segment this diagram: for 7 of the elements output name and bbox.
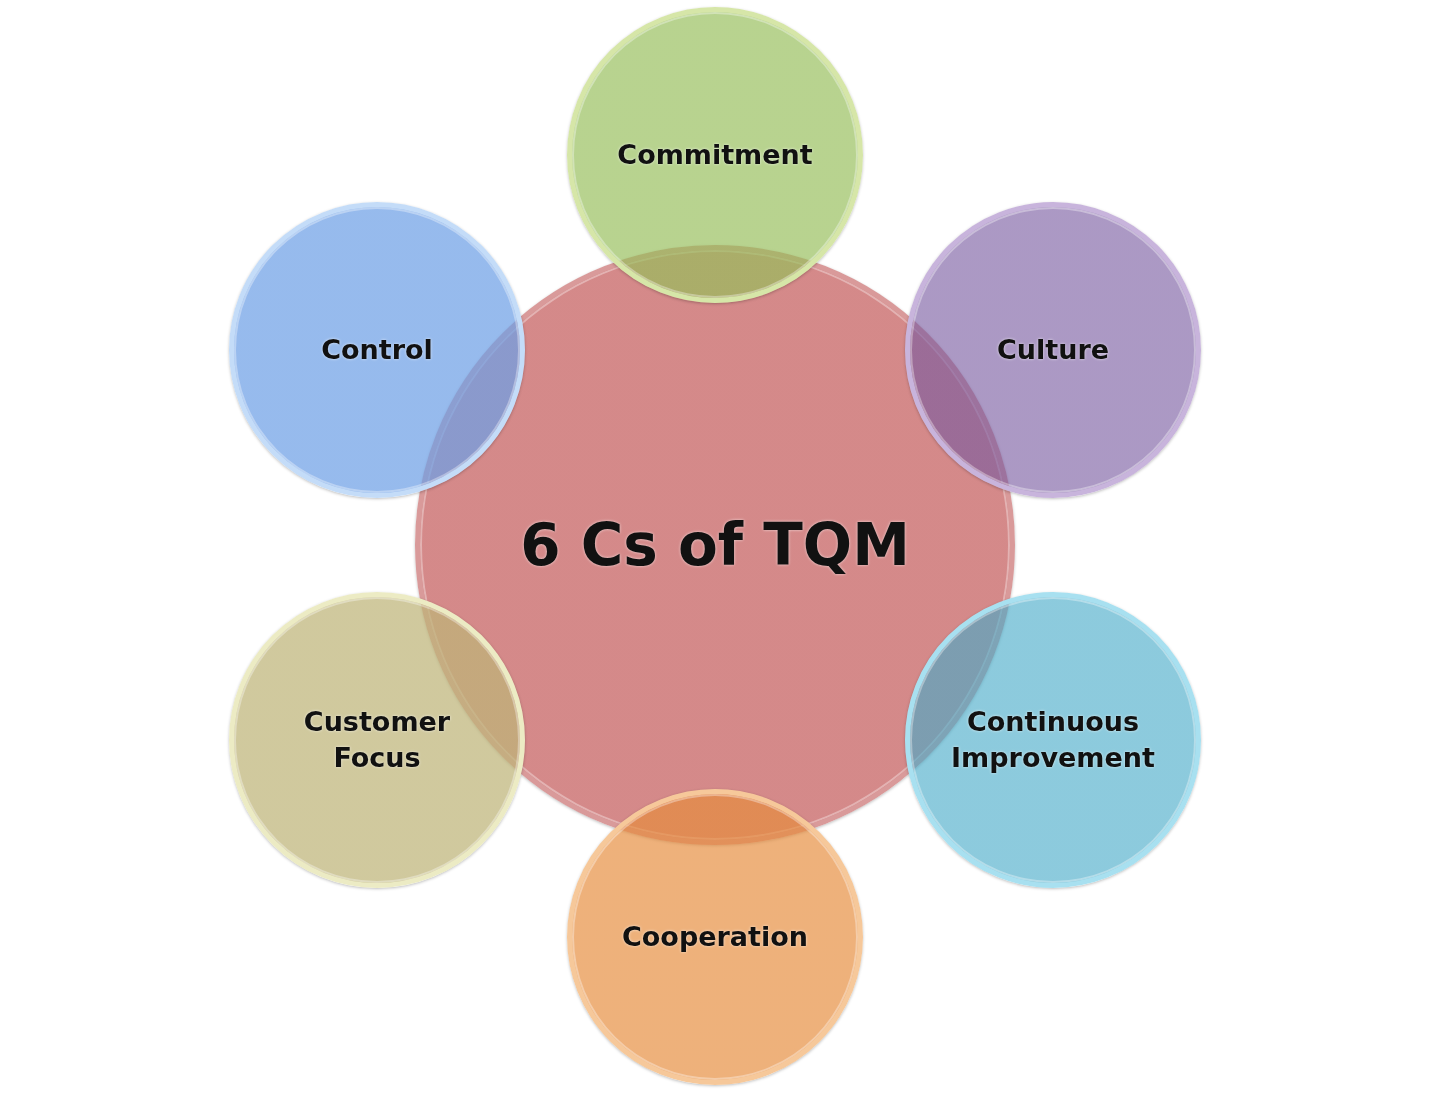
circle-label: Customer Focus bbox=[302, 705, 452, 775]
circle-label: Continuous Improvement bbox=[950, 705, 1156, 775]
circle-label: Commitment bbox=[616, 138, 814, 172]
circle-label: Cooperation bbox=[621, 920, 809, 954]
circle-label: Control bbox=[320, 333, 434, 367]
title-label: 6 Cs of TQM bbox=[519, 510, 911, 580]
circle-label: Culture bbox=[995, 333, 1111, 367]
